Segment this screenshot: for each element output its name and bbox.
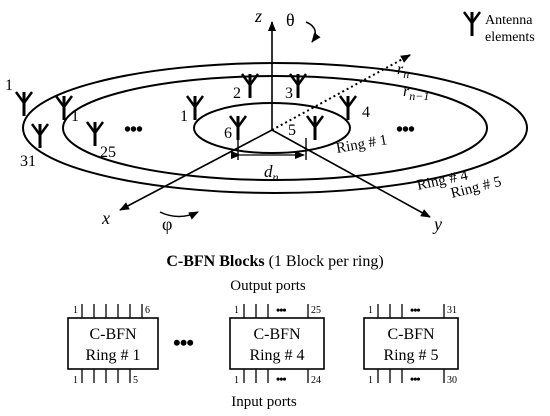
bfn-block-title: C-BFN — [253, 326, 301, 343]
z-axis-label: z — [254, 6, 262, 26]
x-axis — [119, 129, 273, 211]
bfn-block-ring4: ••• ••• C-BFN Ring # 4 1 25 1 24 — [229, 303, 325, 386]
theta-label: θ — [286, 10, 295, 30]
inner-element-number: 3 — [285, 85, 293, 102]
port-ellipsis: ••• — [276, 303, 286, 317]
x-axis-label: x — [101, 208, 110, 228]
port-label: 30 — [447, 375, 457, 386]
ellipsis-ring4: ••• — [124, 119, 143, 141]
theta-arrow — [305, 21, 321, 43]
port-label: 1 — [234, 305, 239, 316]
inner-element-number: 6 — [224, 125, 232, 142]
outer-ring-ellipse — [22, 62, 528, 194]
inner-element-number: 2 — [233, 85, 241, 102]
port-label: 5 — [133, 375, 138, 386]
antenna-icon — [185, 94, 205, 122]
ring1-label: Ring # 1 — [335, 132, 389, 157]
ellipsis-blocks: ••• — [173, 330, 193, 355]
antenna-legend-icon — [462, 10, 482, 38]
inner-element-number: 4 — [362, 104, 370, 121]
legend-text-line2: elements — [485, 30, 535, 45]
bfn-block-ring: Ring # 1 — [85, 347, 140, 364]
input-ports-label: Input ports — [231, 394, 297, 410]
port-label: 1 — [368, 375, 373, 386]
port-ellipsis: ••• — [276, 372, 286, 386]
y-axis — [271, 129, 431, 218]
bfn-title: C-BFN Blocks (1 Block per ring) — [166, 253, 383, 270]
bfn-block-ring: Ring # 5 — [383, 347, 438, 364]
ring5-element-number-top: 1 — [5, 77, 13, 94]
port-ellipsis: ••• — [410, 372, 420, 386]
output-ports-label: Output ports — [230, 278, 306, 294]
port-label: 24 — [311, 375, 321, 386]
ellipsis-ring4-right: ••• — [396, 119, 415, 141]
port-label: 1 — [368, 305, 373, 316]
port-label: 1 — [234, 375, 239, 386]
bfn-block-ring5: ••• ••• C-BFN Ring # 5 1 31 1 30 — [363, 303, 459, 386]
antenna-icon — [228, 114, 248, 142]
port-label: 31 — [447, 305, 457, 316]
spacing-label: dn — [264, 162, 279, 184]
ring5-element-number-bottom: 31 — [20, 153, 36, 170]
radius-rn-label: rn — [397, 61, 409, 81]
port-label: 25 — [311, 305, 321, 316]
phi-label: φ — [162, 214, 172, 234]
antenna-icon — [85, 120, 105, 148]
inner-element-number: 1 — [180, 108, 188, 125]
port-ellipsis: ••• — [410, 303, 420, 317]
port-label: 1 — [73, 375, 78, 386]
bfn-block-title: C-BFN — [89, 326, 137, 343]
ring4-ellipse — [62, 75, 488, 181]
port-label: 6 — [145, 305, 150, 316]
y-axis-label: y — [432, 214, 442, 234]
bfn-block-ring: Ring # 4 — [249, 347, 304, 364]
ring4-element-number-top: 1 — [71, 108, 79, 125]
phi-arrow — [159, 211, 199, 220]
bfn-block-title: C-BFN — [387, 326, 435, 343]
radius-vector — [271, 54, 411, 131]
inner-element-number: 5 — [288, 122, 296, 139]
antenna-icon — [240, 72, 260, 100]
port-label: 1 — [73, 305, 78, 316]
antenna-icon — [305, 114, 325, 142]
bfn-block-ring1: C-BFN Ring # 1 1 6 1 5 — [67, 304, 159, 386]
radius-rn1-label: rn−1 — [403, 83, 429, 103]
antenna-icon — [30, 122, 50, 150]
legend-text-line1: Antenna — [485, 13, 533, 28]
ring4-element-number-bottom: 25 — [100, 144, 116, 161]
